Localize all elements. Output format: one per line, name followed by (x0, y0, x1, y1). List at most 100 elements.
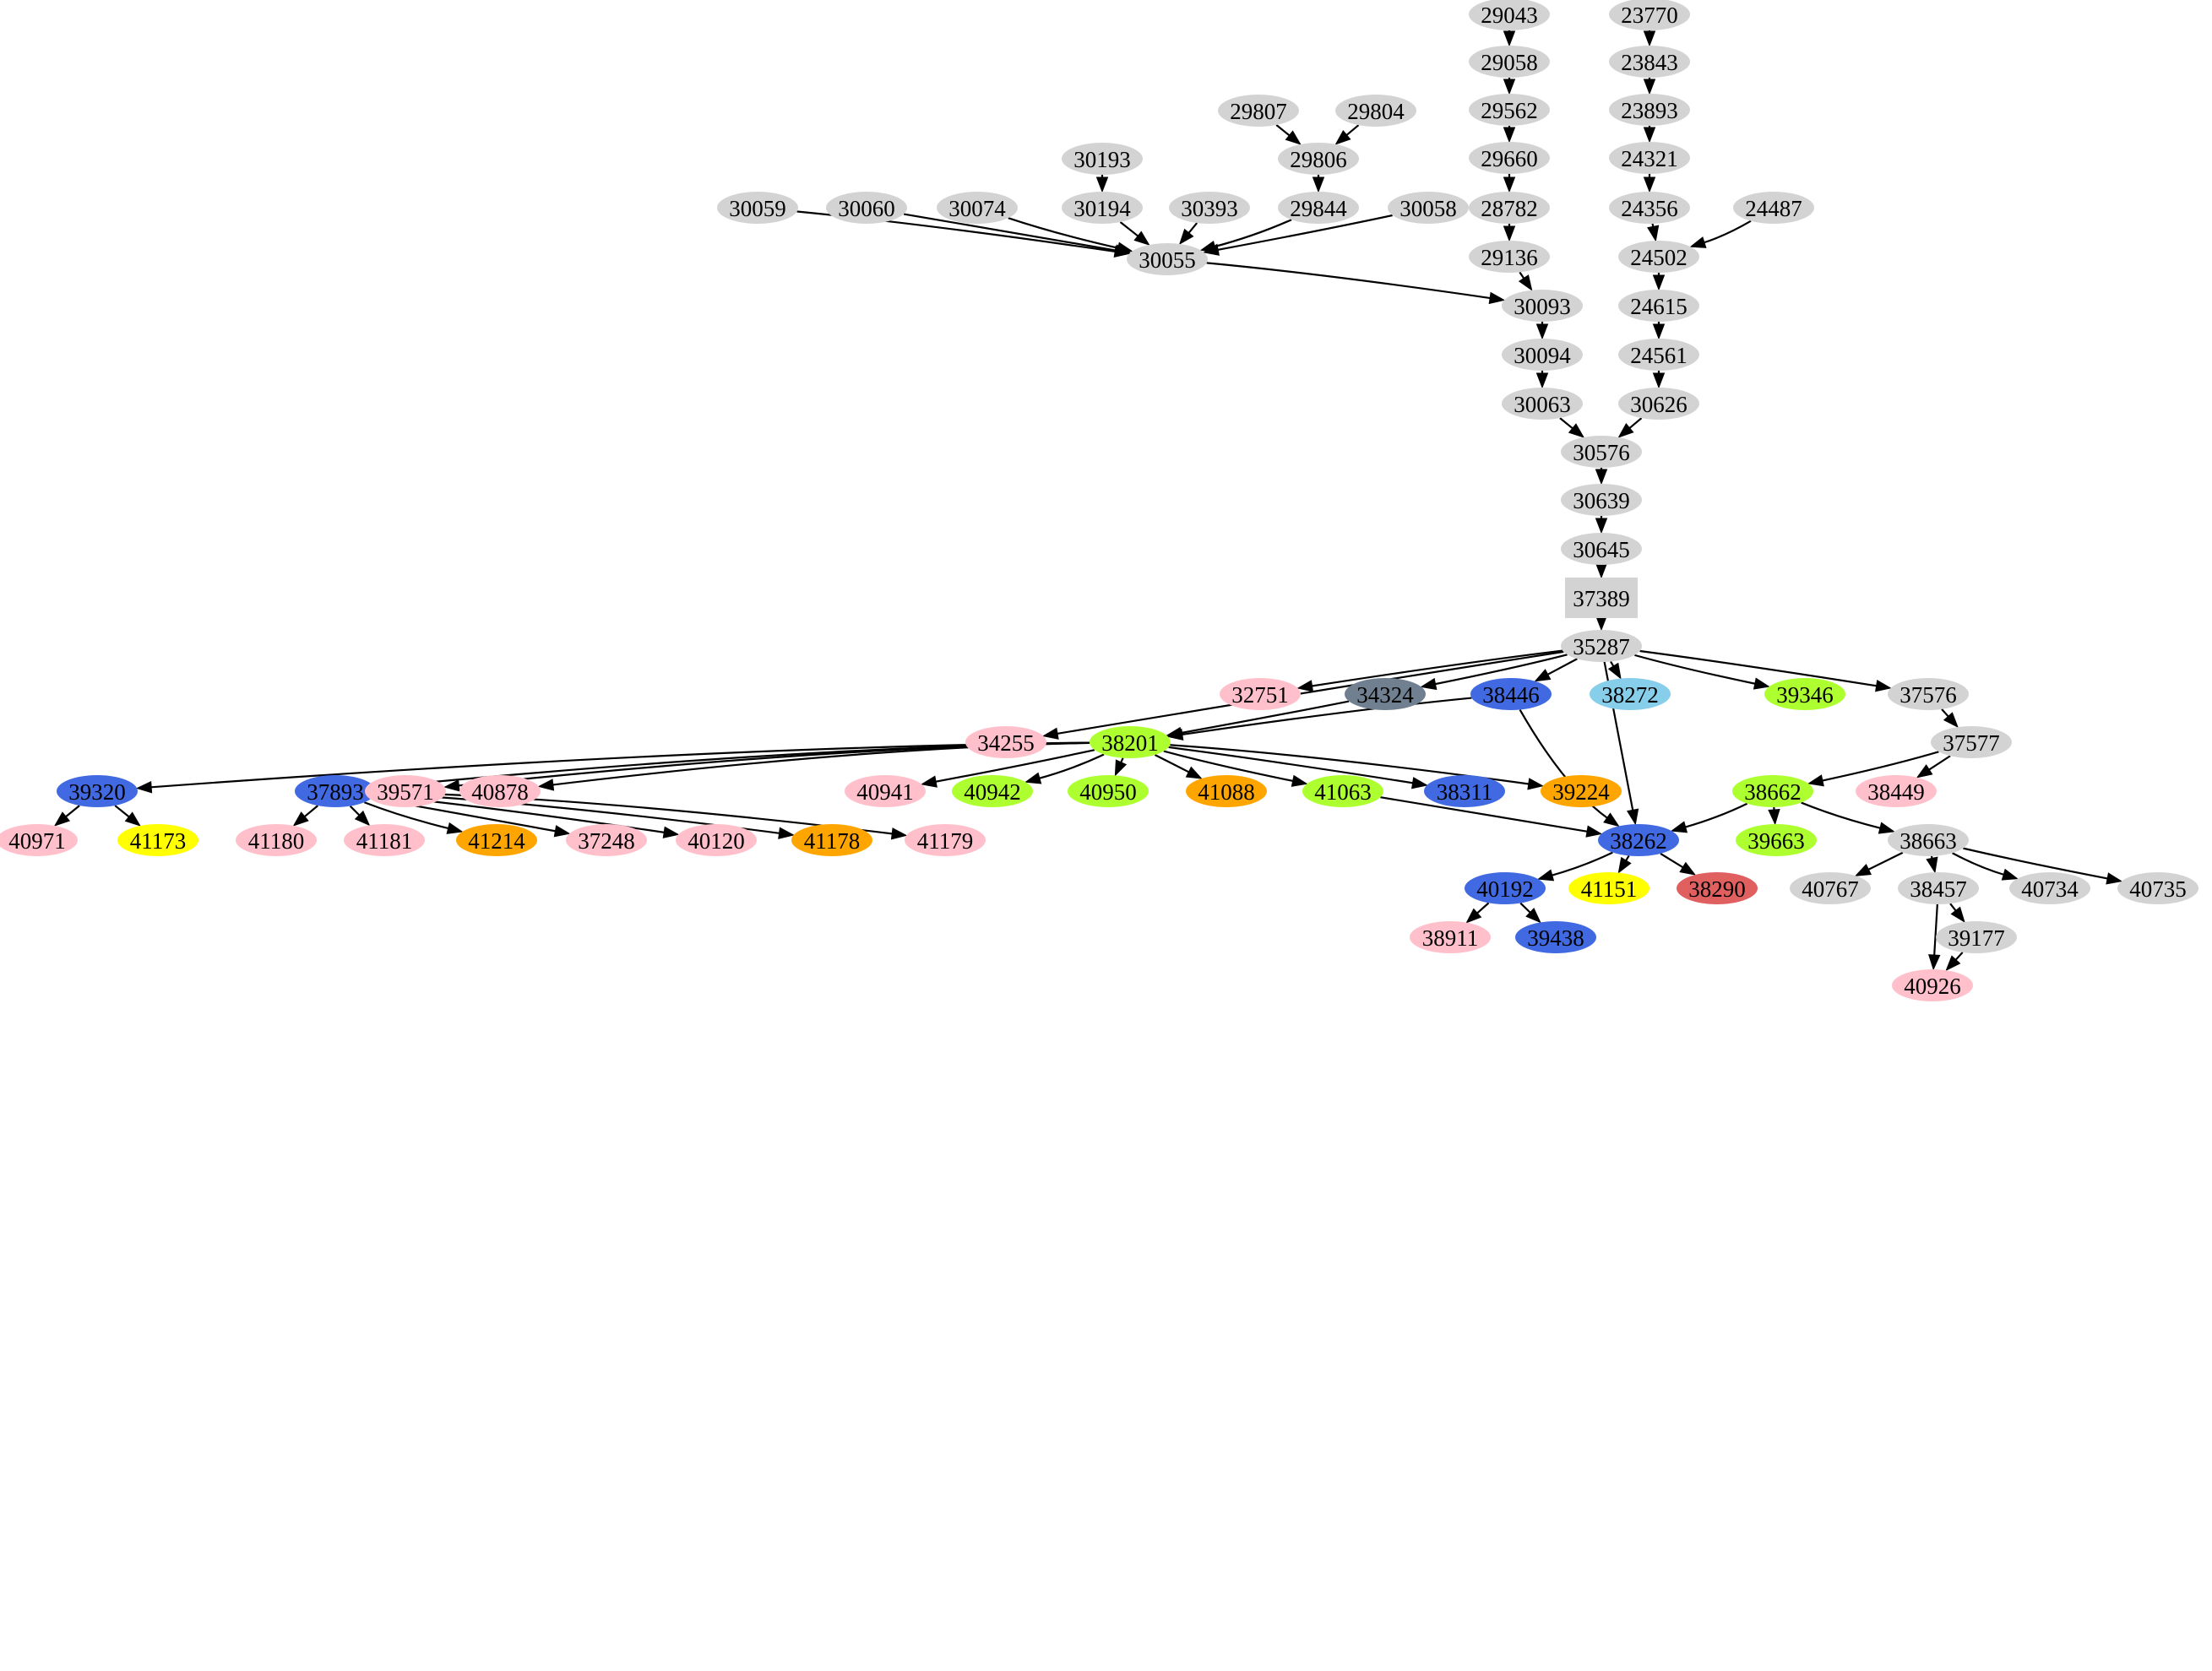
graph-node-24502[interactable]: 24502 (1618, 241, 1699, 273)
graph-node-40941[interactable]: 40941 (845, 775, 926, 807)
node-shape[interactable] (676, 824, 757, 856)
graph-node-30193[interactable]: 30193 (1062, 143, 1143, 175)
graph-node-30059[interactable]: 30059 (717, 192, 798, 224)
node-shape[interactable] (1186, 775, 1267, 807)
graph-node-30576[interactable]: 30576 (1561, 436, 1642, 468)
graph-node-30194[interactable]: 30194 (1062, 192, 1143, 224)
graph-node-38457[interactable]: 38457 (1898, 872, 1979, 904)
node-shape[interactable] (57, 775, 138, 807)
node-shape[interactable] (1469, 94, 1550, 126)
node-shape[interactable] (1169, 192, 1250, 224)
node-shape[interactable] (1609, 46, 1690, 78)
node-shape[interactable] (1732, 775, 1813, 807)
node-shape[interactable] (1302, 775, 1383, 807)
node-shape[interactable] (1618, 339, 1699, 371)
node-shape[interactable] (117, 824, 198, 856)
graph-node-32751[interactable]: 32751 (1220, 678, 1301, 710)
node-shape[interactable] (1892, 969, 1973, 1001)
graph-node-40192[interactable]: 40192 (1465, 872, 1546, 904)
node-shape[interactable] (1465, 872, 1546, 904)
graph-node-39346[interactable]: 39346 (1764, 678, 1845, 710)
graph-node-37577[interactable]: 37577 (1931, 726, 2012, 758)
graph-node-39320[interactable]: 39320 (57, 775, 138, 807)
graph-node-24561[interactable]: 24561 (1618, 339, 1699, 371)
node-shape[interactable] (1502, 388, 1583, 420)
graph-node-35287[interactable]: 35287 (1561, 630, 1642, 662)
graph-node-37893[interactable]: 37893 (295, 775, 376, 807)
node-shape[interactable] (1470, 678, 1552, 710)
node-shape[interactable] (344, 824, 425, 856)
node-shape[interactable] (937, 192, 1018, 224)
graph-node-24615[interactable]: 24615 (1618, 290, 1699, 322)
node-shape[interactable] (1936, 921, 2017, 953)
node-shape[interactable] (1590, 678, 1671, 710)
node-shape[interactable] (1677, 872, 1758, 904)
graph-node-40878[interactable]: 40878 (459, 775, 541, 807)
graph-node-39663[interactable]: 39663 (1736, 824, 1817, 856)
node-shape[interactable] (965, 726, 1046, 758)
graph-node-30645[interactable]: 30645 (1561, 533, 1642, 565)
graph-node-30055[interactable]: 30055 (1127, 243, 1208, 275)
node-shape[interactable] (1388, 192, 1469, 224)
graph-node-38290[interactable]: 38290 (1677, 872, 1758, 904)
node-shape[interactable] (1561, 533, 1642, 565)
node-shape[interactable] (1502, 339, 1583, 371)
graph-node-38449[interactable]: 38449 (1856, 775, 1937, 807)
graph-node-28782[interactable]: 28782 (1469, 192, 1550, 224)
node-shape[interactable] (1469, 46, 1550, 78)
node-shape[interactable] (1609, 0, 1690, 30)
node-shape[interactable] (1733, 192, 1814, 224)
graph-node-39571[interactable]: 39571 (365, 775, 446, 807)
graph-node-40767[interactable]: 40767 (1790, 872, 1871, 904)
graph-node-38272[interactable]: 38272 (1590, 678, 1671, 710)
graph-node-30639[interactable]: 30639 (1561, 484, 1642, 516)
node-shape[interactable] (717, 192, 798, 224)
node-shape[interactable] (1561, 436, 1642, 468)
node-shape[interactable] (1618, 241, 1699, 273)
node-shape[interactable] (1618, 388, 1699, 420)
node-shape[interactable] (566, 824, 647, 856)
node-shape[interactable] (1888, 678, 1969, 710)
graph-node-29562[interactable]: 29562 (1469, 94, 1550, 126)
node-shape[interactable] (905, 824, 986, 856)
graph-node-29844[interactable]: 29844 (1278, 192, 1359, 224)
node-shape[interactable] (1335, 95, 1416, 127)
node-shape[interactable] (1931, 726, 2012, 758)
graph-node-30060[interactable]: 30060 (826, 192, 907, 224)
node-shape[interactable] (1565, 578, 1638, 618)
graph-node-41173[interactable]: 41173 (117, 824, 198, 856)
node-shape[interactable] (1220, 678, 1301, 710)
graph-node-24321[interactable]: 24321 (1609, 142, 1690, 174)
graph-node-29136[interactable]: 29136 (1469, 241, 1550, 273)
graph-node-29804[interactable]: 29804 (1335, 95, 1416, 127)
graph-node-23770[interactable]: 23770 (1609, 0, 1690, 30)
node-shape[interactable] (1469, 142, 1550, 174)
node-shape[interactable] (1062, 192, 1143, 224)
node-shape[interactable] (459, 775, 541, 807)
graph-node-38262[interactable]: 38262 (1598, 824, 1679, 856)
graph-node-40120[interactable]: 40120 (676, 824, 757, 856)
node-shape[interactable] (791, 824, 872, 856)
node-shape[interactable] (1469, 192, 1550, 224)
graph-node-30626[interactable]: 30626 (1618, 388, 1699, 420)
node-shape[interactable] (0, 824, 78, 856)
graph-node-29660[interactable]: 29660 (1469, 142, 1550, 174)
graph-node-23843[interactable]: 23843 (1609, 46, 1690, 78)
graph-node-40971[interactable]: 40971 (0, 824, 78, 856)
node-shape[interactable] (1888, 824, 1969, 856)
node-shape[interactable] (1764, 678, 1845, 710)
graph-node-24487[interactable]: 24487 (1733, 192, 1814, 224)
node-shape[interactable] (1515, 921, 1596, 953)
node-shape[interactable] (1618, 290, 1699, 322)
graph-node-41180[interactable]: 41180 (236, 824, 317, 856)
node-shape[interactable] (845, 775, 926, 807)
graph-node-24356[interactable]: 24356 (1609, 192, 1690, 224)
node-shape[interactable] (365, 775, 446, 807)
node-shape[interactable] (2009, 872, 2090, 904)
node-shape[interactable] (1609, 192, 1690, 224)
node-shape[interactable] (1218, 95, 1299, 127)
graph-node-30093[interactable]: 30093 (1502, 290, 1583, 322)
graph-node-40735[interactable]: 40735 (2117, 872, 2198, 904)
node-shape[interactable] (1561, 484, 1642, 516)
graph-node-41088[interactable]: 41088 (1186, 775, 1267, 807)
